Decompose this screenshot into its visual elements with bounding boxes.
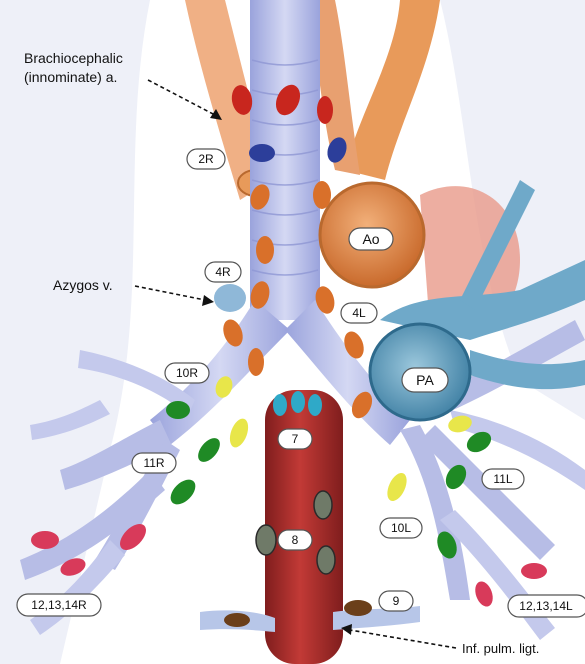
node-8-gray-2 [314, 491, 332, 519]
station-4l-text: 4L [352, 306, 366, 320]
node-10l-yellow [383, 470, 410, 504]
station-10r-text: 10R [176, 366, 198, 380]
station-9-text: 9 [393, 594, 400, 608]
node-2l-red [317, 96, 333, 124]
pa-label-text: PA [416, 372, 434, 388]
node-12l-pink-2 [472, 579, 496, 609]
station-4r-text: 4R [215, 265, 231, 279]
station-12l-label: 12,13,14L [508, 595, 585, 617]
pa-label: PA [402, 368, 448, 392]
station-4r-label: 4R [205, 262, 241, 282]
azygos-arrow [135, 286, 214, 306]
node-9-brown-2 [224, 613, 250, 627]
station-2r-label: 2R [187, 149, 225, 169]
node-8-gray-3 [317, 546, 335, 574]
station-10l-text: 10L [391, 521, 411, 535]
station-4l-label: 4L [341, 303, 377, 323]
station-12r-label: 12,13,14R [17, 594, 101, 616]
node-8-gray-1 [256, 525, 276, 555]
node-12l-pink-1 [521, 563, 547, 579]
node-4r-orange-2 [256, 236, 274, 264]
station-7-label: 7 [278, 429, 312, 449]
station-12l-text: 12,13,14L [519, 599, 573, 613]
node-7-cyan-2 [291, 391, 305, 413]
station-10l-label: 10L [380, 518, 422, 538]
station-7-text: 7 [292, 432, 299, 446]
azygos-vein [214, 284, 246, 312]
station-9-label: 9 [379, 591, 413, 611]
station-2r-text: 2R [198, 152, 214, 166]
brachiocephalic-label-line2: (innominate) a. [24, 69, 117, 85]
node-4l-orange-1 [313, 181, 331, 209]
node-12r-pink-1 [31, 531, 59, 549]
station-11l-text: 11L [493, 472, 512, 486]
inf-pulm-label: Inf. pulm. ligt. [462, 641, 539, 656]
node-7-cyan-3 [308, 394, 322, 416]
aorta-label: Ao [349, 228, 393, 250]
node-7-cyan-1 [273, 394, 287, 416]
station-11r-text: 11R [143, 456, 164, 470]
node-2r-blue [249, 144, 275, 162]
azygos-label: Azygos v. [53, 277, 113, 293]
node-9-brown-1 [344, 600, 372, 616]
station-11r-label: 11R [132, 453, 176, 473]
node-11r-green-2 [194, 434, 224, 466]
node-11r-yellow [226, 416, 251, 450]
aorta-label-text: Ao [362, 231, 379, 247]
node-11r-green-3 [166, 475, 200, 509]
station-11l-label: 11L [482, 469, 524, 489]
node-11r-green-1 [166, 401, 190, 419]
station-8-text: 8 [292, 533, 299, 547]
station-8-label: 8 [278, 530, 312, 550]
station-10r-label: 10R [165, 363, 209, 383]
node-10r-orange [248, 348, 264, 376]
station-12r-text: 12,13,14R [31, 598, 87, 612]
brachiocephalic-label-line1: Brachiocephalic [24, 50, 123, 66]
